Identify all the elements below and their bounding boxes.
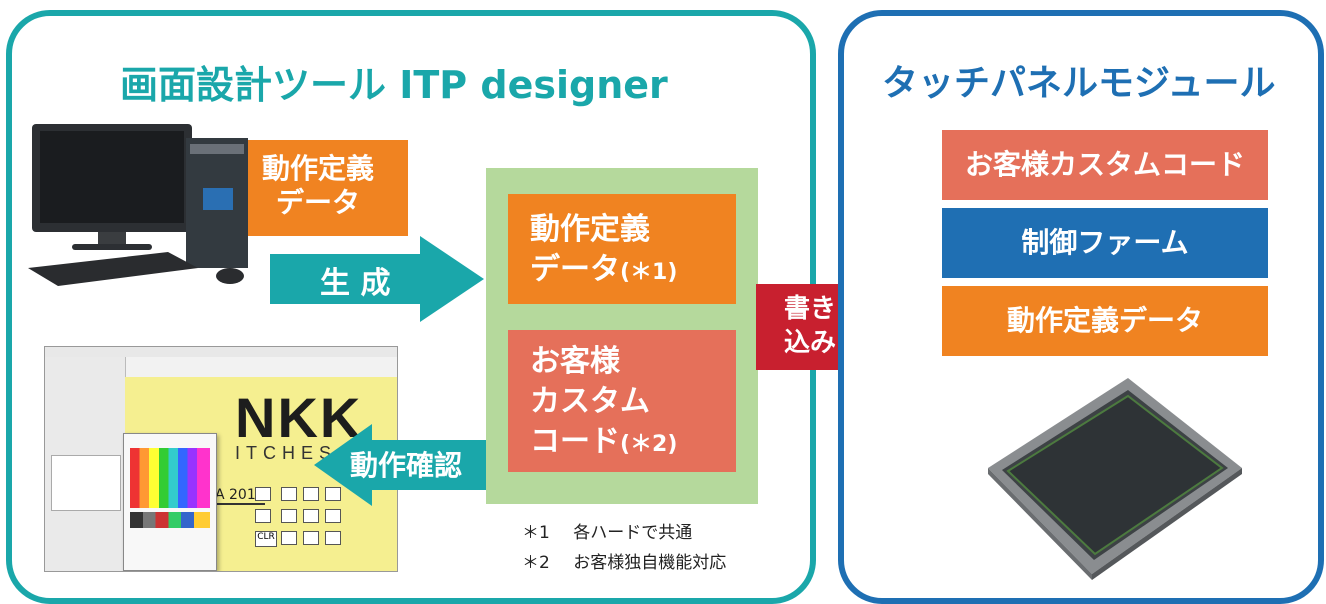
write-arrow-label: 書き 込み <box>784 292 836 360</box>
screenshot-logo-sub: ITCHES <box>235 443 338 463</box>
pc-illustration <box>28 124 248 286</box>
data-definition-box: 動作定義 データ(＊1) <box>508 194 736 304</box>
stack-control-firmware-label: 制御ファーム <box>1021 226 1189 259</box>
pc-data-line2: データ <box>276 186 361 219</box>
stack-data-definition: 動作定義データ <box>942 286 1268 356</box>
keypad-clear: CLR <box>255 531 277 547</box>
module-panel-title: タッチパネルモジュール <box>882 63 1276 104</box>
screenshot-color-dialog <box>123 433 217 571</box>
pc-data-box: 動作定義 データ <box>248 140 408 236</box>
custom-line1: お客様 <box>530 344 620 379</box>
write-line1: 書き <box>784 294 837 324</box>
custom-line2: カスタム <box>530 384 650 419</box>
color-swatch-grid <box>130 448 210 508</box>
screenshot-logo: NKK <box>235 386 363 449</box>
generate-arrow <box>270 236 484 322</box>
touch-panel-illustration <box>988 378 1242 580</box>
generate-arrow-label: 生 成 <box>320 266 391 301</box>
tool-panel-title: 画面設計ツール ITP designer <box>120 63 668 107</box>
screenshot-keypad: CLR <box>255 487 355 567</box>
footnote-2: ＊2 お客様独自機能対応 <box>522 548 726 573</box>
stack-control-firmware: 制御ファーム <box>942 208 1268 278</box>
verify-arrow <box>314 424 486 506</box>
footnote-1: ＊1 各ハードで共通 <box>522 518 692 543</box>
data-def-line2: データ <box>530 252 620 287</box>
pc-data-line1: 動作定義 <box>262 152 375 185</box>
data-def-line1: 動作定義 <box>530 212 650 247</box>
stack-custom-code-label: お客様カスタムコード <box>964 148 1245 181</box>
footnote-2-mark: ＊2 <box>522 553 550 573</box>
verify-arrow-label: 動作確認 <box>350 449 463 482</box>
write-line2: 込み <box>784 328 837 358</box>
custom-line3: コード <box>530 424 620 459</box>
custom-note: (＊2) <box>620 432 678 457</box>
screenshot-menubar <box>45 347 397 357</box>
footnote-2-text: お客様独自機能対応 <box>573 553 727 573</box>
screenshot-white-box <box>51 455 121 511</box>
stack-custom-code: お客様カスタムコード <box>942 130 1268 200</box>
designer-screenshot: NKK ITCHES A 2019 CLR <box>44 346 398 572</box>
footnote-1-text: 各ハードで共通 <box>573 523 693 543</box>
custom-code-box: お客様 カスタム コード(＊2) <box>508 330 736 472</box>
data-def-note: (＊1) <box>620 260 678 285</box>
screenshot-year: A 2019 <box>215 487 265 505</box>
footnote-1-mark: ＊1 <box>522 523 550 543</box>
stack-data-definition-label: 動作定義データ <box>1006 304 1203 337</box>
color-swatch-row <box>130 512 210 528</box>
